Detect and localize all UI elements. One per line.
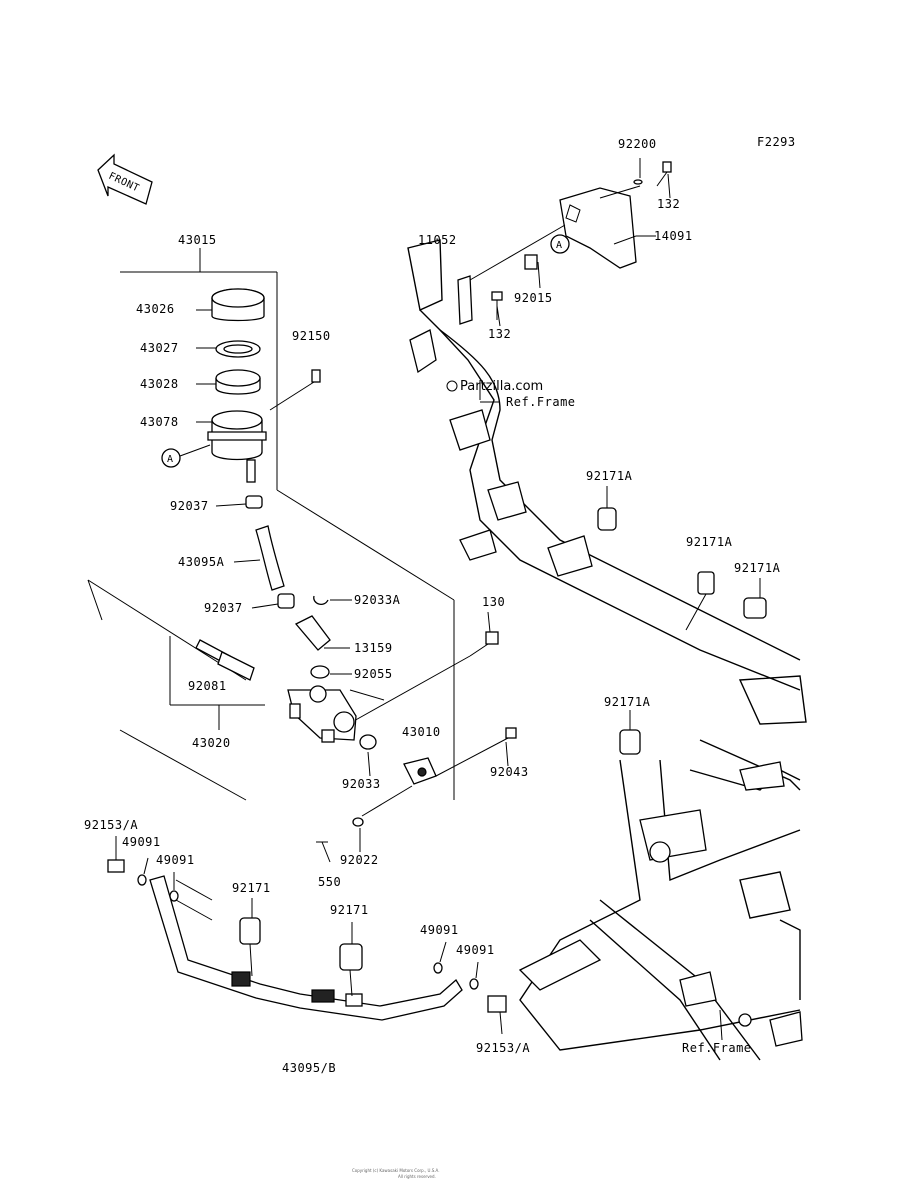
label-43020: 43020 bbox=[192, 736, 231, 750]
frame-lower bbox=[518, 739, 803, 1061]
label-13159: 13159 bbox=[354, 641, 393, 655]
label-132-top: 132 bbox=[657, 197, 680, 211]
clamp-92171-right bbox=[339, 922, 363, 997]
washer-92022 bbox=[352, 817, 364, 827]
label-92171-left: 92171 bbox=[232, 881, 271, 895]
ref-marker-a-frame: A bbox=[550, 234, 570, 254]
label-14091: 14091 bbox=[654, 229, 693, 243]
label-92171A-4: 92171A bbox=[604, 695, 651, 709]
circlip-92033 bbox=[359, 734, 377, 750]
diaphragm-plate-43027 bbox=[215, 340, 261, 358]
copyright-line-2: All rights reserved. bbox=[398, 1174, 436, 1179]
reservoir-43078 bbox=[207, 410, 267, 483]
banjo-bolt-92153A-left bbox=[107, 836, 125, 873]
label-92055: 92055 bbox=[354, 667, 393, 681]
washer-92200 bbox=[633, 179, 643, 185]
label-132-mid: 132 bbox=[488, 327, 511, 341]
label-ref-frame-upper: Ref.Frame bbox=[506, 395, 576, 409]
bolt-132-mid bbox=[491, 291, 503, 320]
clamp-92037-upper bbox=[245, 495, 263, 509]
diagram-code: F2293 bbox=[757, 135, 796, 149]
clamp-92171A-3 bbox=[743, 578, 767, 619]
master-cylinder-body bbox=[287, 685, 357, 743]
clamp-92171A-1 bbox=[597, 486, 617, 531]
collar-92015 bbox=[524, 254, 538, 270]
fitting-13159 bbox=[294, 615, 331, 651]
piston-92081 bbox=[195, 639, 255, 681]
banjo-bolt-92153A-right bbox=[487, 995, 507, 1035]
label-43026: 43026 bbox=[136, 302, 175, 316]
gasket-49091-b bbox=[169, 872, 179, 902]
bracket-11052 bbox=[457, 224, 566, 325]
bolt-130 bbox=[351, 631, 499, 723]
label-130: 130 bbox=[482, 595, 505, 609]
front-arrow-icon: FRONT bbox=[97, 153, 153, 205]
label-92022: 92022 bbox=[340, 853, 379, 867]
label-92153A-right: 92153/A bbox=[476, 1041, 530, 1055]
bolt-132-top bbox=[656, 161, 672, 187]
label-92081: 92081 bbox=[188, 679, 227, 693]
label-550: 550 bbox=[318, 875, 341, 889]
bolt-92043 bbox=[435, 727, 517, 777]
label-92033: 92033 bbox=[342, 777, 381, 791]
label-43027: 43027 bbox=[140, 341, 179, 355]
screw-92150 bbox=[269, 369, 321, 411]
svg-text:A: A bbox=[556, 240, 563, 251]
label-43010: 43010 bbox=[402, 725, 441, 739]
label-43095B: 43095/B bbox=[282, 1061, 336, 1075]
gasket-49091-d bbox=[469, 961, 479, 990]
label-92015: 92015 bbox=[514, 291, 553, 305]
label-92150: 92150 bbox=[292, 329, 331, 343]
label-92037-upper: 92037 bbox=[170, 499, 209, 513]
label-43028: 43028 bbox=[140, 377, 179, 391]
switch-43010 bbox=[403, 757, 437, 785]
clamp-92171A-4 bbox=[619, 710, 641, 755]
clamp-92171A-2 bbox=[685, 571, 715, 631]
label-11052: 11052 bbox=[418, 233, 457, 247]
label-92171-right: 92171 bbox=[330, 903, 369, 917]
label-49091-c: 49091 bbox=[420, 923, 459, 937]
label-43078: 43078 bbox=[140, 415, 179, 429]
label-92200: 92200 bbox=[618, 137, 657, 151]
svg-text:A: A bbox=[167, 454, 174, 465]
label-92033A: 92033A bbox=[354, 593, 401, 607]
label-49091-a: 49091 bbox=[122, 835, 161, 849]
oring-92055 bbox=[310, 665, 330, 679]
gasket-49091-c bbox=[433, 941, 447, 974]
ref-marker-a-reservoir: A bbox=[161, 444, 211, 468]
cap-43026 bbox=[211, 288, 265, 322]
svg-text:Partzilla.com: Partzilla.com bbox=[460, 379, 543, 394]
circlip-92033A bbox=[313, 595, 329, 606]
clamp-92037-lower bbox=[277, 593, 295, 609]
watermark: Partzilla.com bbox=[446, 379, 543, 394]
frame-tube-upper bbox=[407, 239, 807, 725]
label-43015: 43015 bbox=[178, 233, 217, 247]
label-92037-lower: 92037 bbox=[204, 601, 243, 615]
label-49091-d: 49091 bbox=[456, 943, 495, 957]
pin-550 bbox=[316, 841, 331, 863]
label-92043: 92043 bbox=[490, 765, 529, 779]
hose-43095B bbox=[149, 875, 463, 1021]
hose-43095A bbox=[255, 525, 285, 591]
label-92153A-left: 92153/A bbox=[84, 818, 138, 832]
label-92171A-2: 92171A bbox=[686, 535, 733, 549]
diaphragm-43028 bbox=[215, 369, 261, 395]
cover-14091 bbox=[559, 187, 637, 269]
copyright-line-1: Copyright (c) Kawasaki Motors Corp., U.S… bbox=[352, 1168, 439, 1173]
label-ref-frame-lower: Ref.Frame bbox=[682, 1041, 752, 1055]
gasket-49091-a bbox=[137, 857, 149, 886]
label-92171A-1: 92171A bbox=[586, 469, 633, 483]
clamp-92171-left bbox=[239, 898, 261, 977]
label-49091-b: 49091 bbox=[156, 853, 195, 867]
label-43095A: 43095A bbox=[178, 555, 225, 569]
label-92171A-3: 92171A bbox=[734, 561, 781, 575]
